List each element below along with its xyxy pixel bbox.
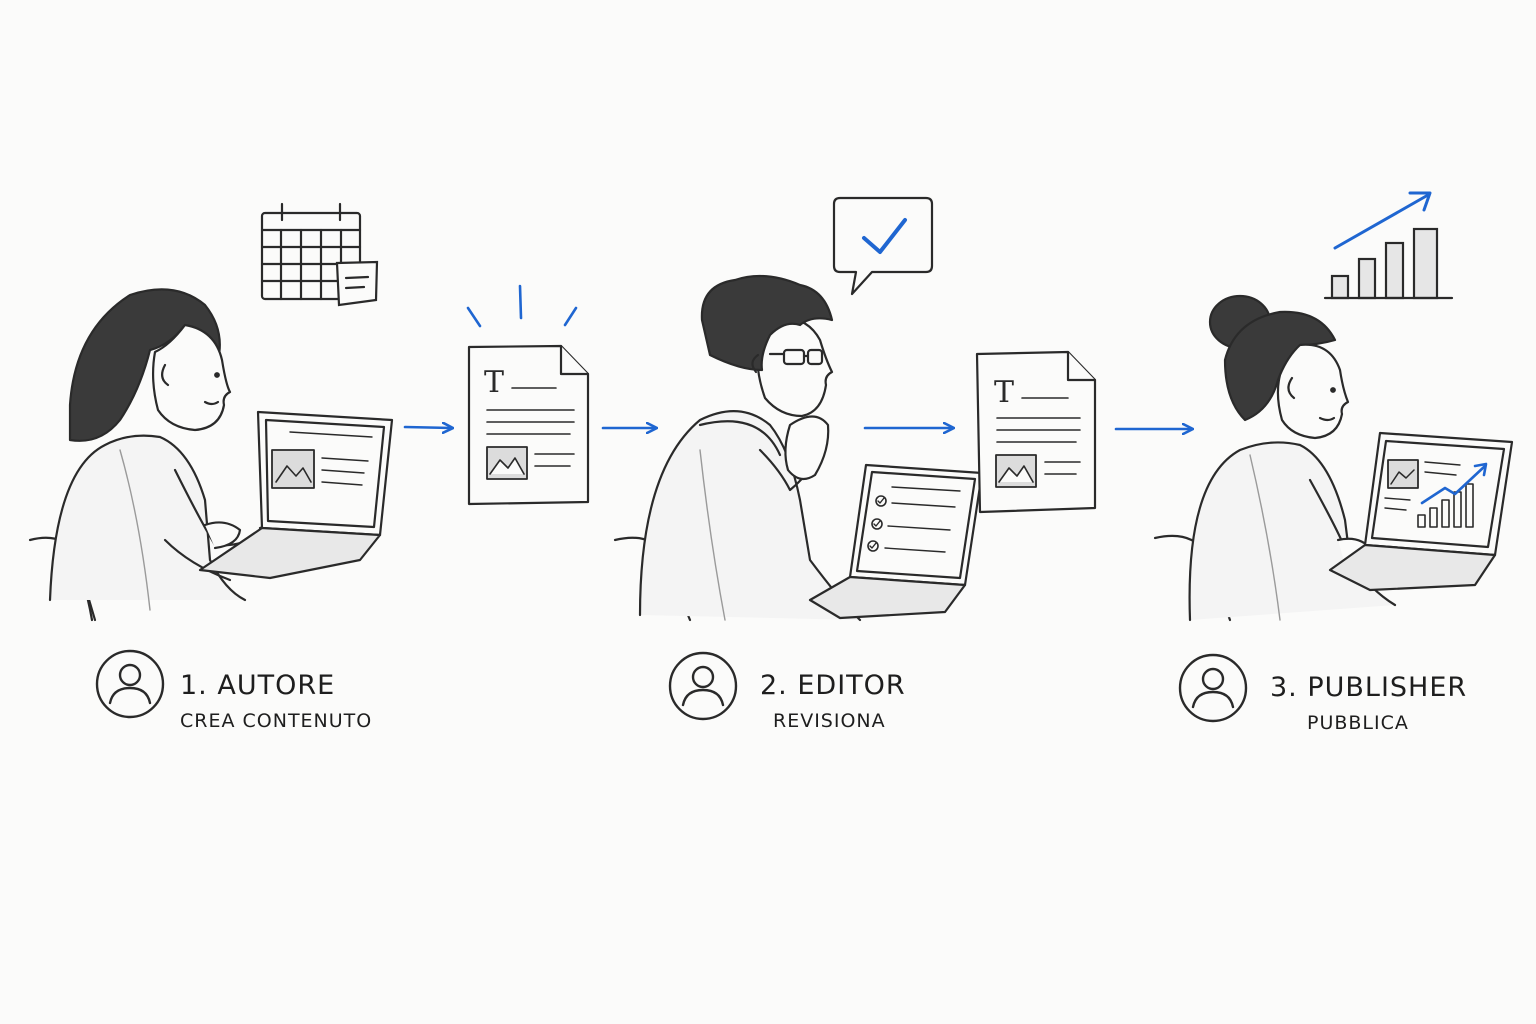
editor-illustration	[613, 274, 984, 622]
document-letter: T	[484, 365, 504, 400]
document-icon: T	[467, 344, 590, 506]
growth-chart-icon	[1323, 191, 1454, 300]
step-subtitle: PUBBLICA	[1307, 712, 1409, 734]
step-subtitle: REVISIONA	[773, 710, 886, 732]
chat-checkmark-icon	[832, 196, 934, 296]
sticky-note-icon	[335, 260, 379, 307]
step-title: 1. AUTORE	[180, 670, 336, 701]
user-icon	[1178, 653, 1248, 723]
document-letter: T	[994, 375, 1014, 410]
arrow-right-icon	[403, 427, 452, 428]
publisher-illustration	[1153, 294, 1514, 622]
author-illustration	[28, 288, 394, 622]
step-title: 3. PUBLISHER	[1270, 672, 1468, 703]
sparkle-lines	[466, 284, 578, 328]
step-subtitle: CREA CONTENUTO	[180, 710, 373, 732]
user-icon	[668, 651, 738, 721]
document-icon: T	[975, 350, 1097, 514]
user-icon	[95, 649, 165, 719]
step-title: 2. EDITOR	[760, 670, 906, 701]
